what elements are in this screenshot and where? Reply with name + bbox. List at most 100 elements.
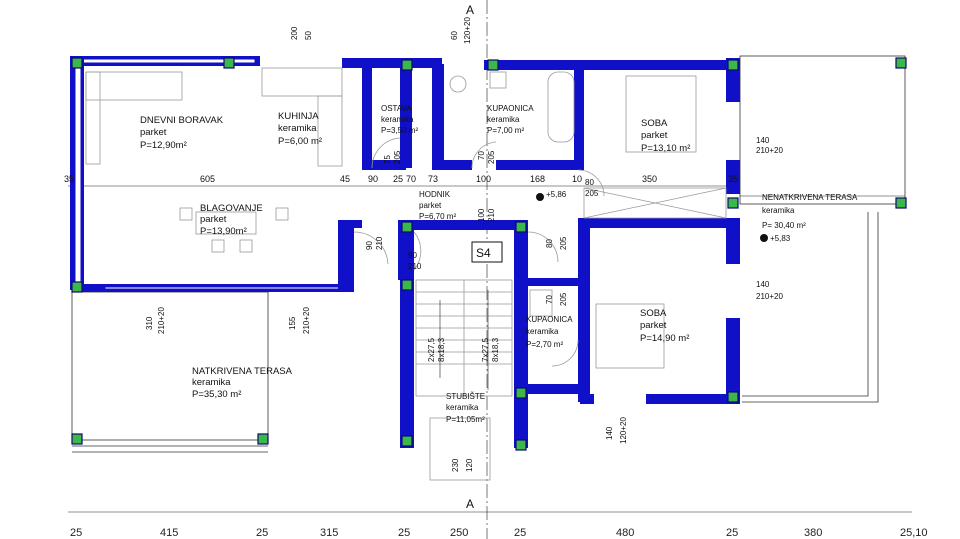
room-hodnik: HODNIK parket P=6,70 m² (419, 190, 456, 221)
dim-label: 75 (383, 155, 392, 164)
stair-tag-box (471, 241, 503, 263)
room-floor: keramika (192, 377, 231, 388)
door-swing-icon (413, 231, 422, 271)
dim-label: 205 (559, 292, 568, 306)
dim-label-bottom: 25 (70, 527, 82, 539)
terrace-outline-right (742, 212, 879, 403)
room-name: DNEVNI BORAVAK (140, 115, 224, 126)
dim-label-bottom: 25 (514, 527, 526, 539)
dim-label: 210 (487, 208, 496, 222)
room-area: P=7,00 m² (487, 126, 524, 135)
level-label: +5,86 (546, 190, 567, 199)
dim-label: 210+20 (756, 146, 783, 155)
chair-icon (211, 239, 225, 253)
dim-label: 100 (477, 208, 486, 222)
dim-label: 50 (304, 31, 313, 40)
room-floor: keramika (278, 123, 317, 134)
column (71, 433, 83, 445)
room-floor: keramika (526, 327, 559, 336)
dim-label: 35 (728, 174, 738, 184)
dining-table-icon (195, 211, 257, 235)
column (401, 59, 413, 71)
room-name: STUBIŠTE (446, 392, 485, 401)
door-swing-icon (577, 169, 605, 197)
room-kupaonica: KUPAONICA keramika P=7,00 m² (487, 104, 534, 135)
level-label: +5,83 (770, 234, 791, 243)
sink-icon (489, 71, 507, 89)
wall-hodnik-top (398, 220, 518, 230)
wall-living-bottom-inner (102, 284, 350, 292)
dim-label: 80 (545, 239, 554, 248)
room-name: NATKRIVENA TERASA (192, 366, 293, 377)
wall-top-mid (342, 58, 442, 68)
dim-label: 140 (605, 426, 614, 440)
room-area: P=12,90m² (140, 140, 187, 151)
dim-label: 70 (545, 295, 554, 304)
stair-label: 8x18,3 (437, 337, 446, 362)
door-swing-icon (551, 339, 579, 367)
room-kupaonica-2: KUPAONICA keramika P=2,70 m² (526, 315, 573, 349)
kitchen-counter-icon (261, 67, 343, 97)
room-floor: keramika (487, 115, 520, 124)
wall-ostava-left (362, 64, 372, 168)
section-label-top: A (466, 3, 474, 17)
room-blagovanje: BLAGOVANJE parket P=13,90m² (200, 203, 263, 237)
room-floor: keramika (762, 206, 795, 215)
dim-label: 70 (477, 151, 486, 160)
dim-label: 205 (559, 236, 568, 250)
wall-soba2-bottom (646, 394, 740, 404)
room-area: P=3,50 m² (381, 126, 418, 135)
door-swing-icon (527, 231, 559, 263)
stair-label: 7x27,5 (481, 337, 490, 362)
chair-icon (275, 207, 289, 221)
chair-icon (179, 207, 193, 221)
dim-label: 100 (476, 174, 491, 184)
room-name: KUHINJA (278, 111, 319, 122)
terrace-outline-right-inner (742, 212, 869, 397)
dim-label: 73 (428, 174, 438, 184)
dim-label-bottom: 415 (160, 527, 178, 539)
wall-ostava-bottom (362, 160, 406, 170)
dim-label-bottom: 25 (726, 527, 738, 539)
wall-kupaonica-bottom-left (432, 160, 472, 170)
room-kuhinja: KUHINJA keramika P=6,00 m² (278, 111, 322, 147)
room-stubiste: STUBIŠTE keramika P=11,05m² (446, 392, 485, 424)
level-marker-icon (536, 193, 544, 201)
wall-kup2-top (520, 278, 580, 286)
dim-label: 35 (64, 174, 74, 184)
door-swing-icon (353, 231, 389, 265)
bed-icon-2 (595, 303, 665, 369)
column (401, 435, 413, 447)
wall-kupaonica-right (574, 64, 584, 170)
stairs-icon (415, 279, 513, 397)
room-floor: parket (641, 130, 668, 141)
dim-label: 25 (393, 174, 403, 184)
kitchen-counter-side-icon (317, 95, 343, 167)
column (515, 387, 527, 399)
dim-label: 80 (585, 178, 594, 187)
column (223, 57, 235, 69)
room-name: OSTAVA (381, 104, 412, 113)
wall-ostava-right (400, 64, 412, 168)
dim-label: 120+20 (619, 417, 628, 444)
room-name: KUPAONICA (487, 104, 534, 113)
dim-label: 210+20 (157, 307, 166, 334)
dim-label: 45 (340, 174, 350, 184)
dim-label-bottom: 480 (616, 527, 634, 539)
wall-kitchen-step (338, 220, 354, 292)
wall-soba-divider (578, 218, 730, 228)
room-ostava: OSTAVA keramika P=3,50 m² (381, 104, 418, 135)
wall-kupaonica-left (432, 64, 444, 168)
room-name: SOBA (641, 118, 668, 129)
dim-label: 210 (375, 236, 384, 250)
chair-icon (239, 239, 253, 253)
room-area: P=14,90 m² (640, 333, 689, 344)
room-nenatkrivena-terasa: NENATKRIVENA TERASA keramika P= 30,40 m² (762, 193, 858, 230)
room-floor: parket (640, 320, 667, 331)
column (401, 279, 413, 291)
column (727, 59, 739, 71)
door-swing-icon (471, 141, 497, 169)
wall-soba2-corner (580, 394, 594, 404)
room-soba-2: SOBA parket P=14,90 m² (640, 308, 689, 344)
